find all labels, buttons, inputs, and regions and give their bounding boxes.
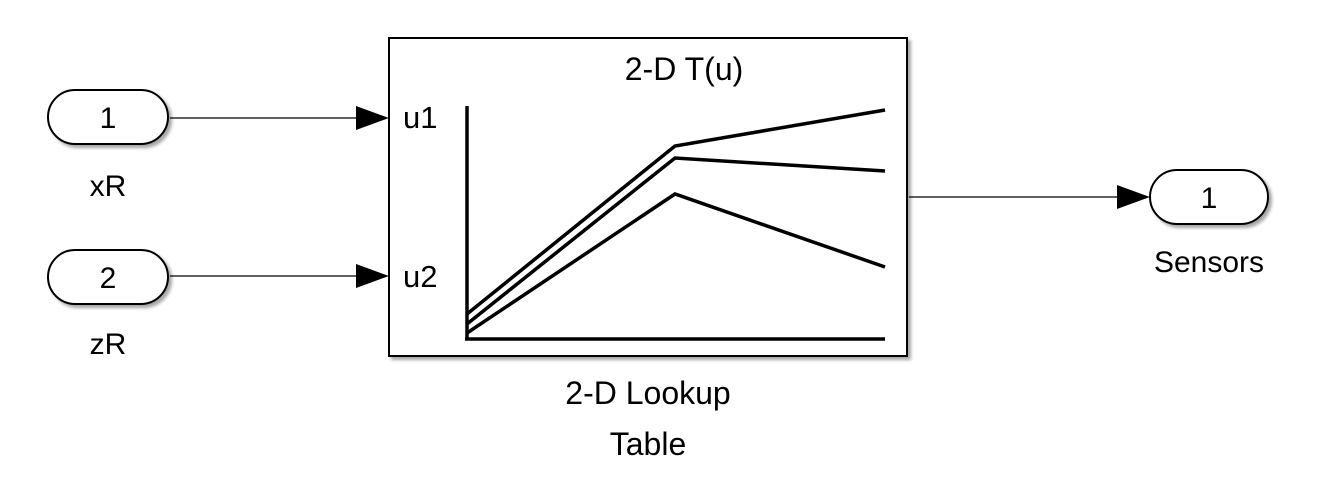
lookup-table-block[interactable]: 2-D T(u) u1 u2 2-D Lookup Table [388,37,908,462]
arrowhead-icon [1117,185,1150,209]
outport-1-number: 1 [1201,182,1218,215]
inport-2-number: 2 [100,262,117,295]
inport-2-shape[interactable] [47,249,169,305]
inport-1-block[interactable]: 1 xR [47,89,169,203]
signal-line-zr[interactable] [170,264,389,288]
lookup-table-icon [465,106,886,341]
lookup-table-label-line1: 2-D Lookup [565,375,730,411]
outport-1-block[interactable]: 1 Sensors [1149,169,1269,279]
inport-1-shape[interactable] [47,89,169,145]
lookup-table-shape[interactable] [388,37,908,357]
lookup-table-title: 2-D T(u) [625,51,744,87]
arrowhead-icon [356,264,389,288]
lookup-table-label-line2: Table [610,426,687,462]
icon-curve-upper [465,108,886,316]
signal-line-xr[interactable] [170,106,389,130]
signal-line-sensors[interactable] [909,185,1150,209]
icon-curve-lower [466,192,886,335]
input-port-label-u1: u1 [403,100,437,135]
outport-1-shape[interactable] [1149,169,1269,225]
inport-2-block[interactable]: 2 zR [47,249,169,361]
arrowhead-icon [356,106,389,130]
icon-curve-middle [465,156,886,326]
inport-2-label: zR [90,328,127,361]
inport-1-number: 1 [100,102,117,135]
inport-1-label: xR [90,170,127,203]
input-port-label-u2: u2 [403,259,437,294]
outport-1-label: Sensors [1154,246,1264,279]
